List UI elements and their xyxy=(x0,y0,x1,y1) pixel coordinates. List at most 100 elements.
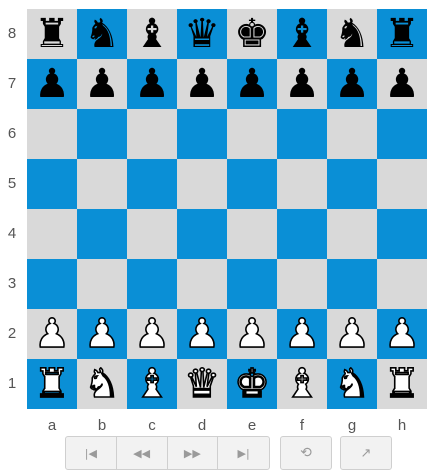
square-h2[interactable]: ♟ xyxy=(377,309,427,359)
square-d2[interactable]: ♟ xyxy=(177,309,227,359)
black-queen-icon[interactable]: ♛ xyxy=(184,14,220,54)
black-pawn-icon[interactable]: ♟ xyxy=(284,64,320,104)
square-e2[interactable]: ♟ xyxy=(227,309,277,359)
square-h3[interactable] xyxy=(377,259,427,309)
square-c3[interactable] xyxy=(127,259,177,309)
square-e7[interactable]: ♟ xyxy=(227,59,277,109)
square-f1[interactable]: ♝ xyxy=(277,359,327,409)
black-rook-icon[interactable]: ♜ xyxy=(34,14,70,54)
square-h6[interactable] xyxy=(377,109,427,159)
square-g1[interactable]: ♞ xyxy=(327,359,377,409)
white-pawn-icon[interactable]: ♟ xyxy=(184,314,220,354)
square-a1[interactable]: ♜ xyxy=(27,359,77,409)
black-pawn-icon[interactable]: ♟ xyxy=(334,64,370,104)
square-f7[interactable]: ♟ xyxy=(277,59,327,109)
black-pawn-icon[interactable]: ♟ xyxy=(384,64,420,104)
square-a5[interactable] xyxy=(27,159,77,209)
next-move-button[interactable]: ▶▶ xyxy=(168,437,219,469)
square-f5[interactable] xyxy=(277,159,327,209)
white-knight-icon[interactable]: ♞ xyxy=(334,364,370,404)
white-pawn-icon[interactable]: ♟ xyxy=(34,314,70,354)
white-rook-icon[interactable]: ♜ xyxy=(34,364,70,404)
square-d8[interactable]: ♛ xyxy=(177,9,227,59)
square-h5[interactable] xyxy=(377,159,427,209)
square-g3[interactable] xyxy=(327,259,377,309)
square-e3[interactable] xyxy=(227,259,277,309)
square-a3[interactable] xyxy=(27,259,77,309)
open-external-button[interactable]: ↗ xyxy=(341,437,391,469)
square-h1[interactable]: ♜ xyxy=(377,359,427,409)
last-move-button[interactable]: ▶| xyxy=(218,437,269,469)
first-move-button[interactable]: |◀ xyxy=(66,437,117,469)
black-pawn-icon[interactable]: ♟ xyxy=(34,64,70,104)
square-c5[interactable] xyxy=(127,159,177,209)
square-d6[interactable] xyxy=(177,109,227,159)
square-e6[interactable] xyxy=(227,109,277,159)
square-g2[interactable]: ♟ xyxy=(327,309,377,359)
white-bishop-icon[interactable]: ♝ xyxy=(284,364,320,404)
square-b2[interactable]: ♟ xyxy=(77,309,127,359)
square-e1[interactable]: ♚ xyxy=(227,359,277,409)
black-pawn-icon[interactable]: ♟ xyxy=(234,64,270,104)
square-b5[interactable] xyxy=(77,159,127,209)
square-f6[interactable] xyxy=(277,109,327,159)
white-pawn-icon[interactable]: ♟ xyxy=(384,314,420,354)
square-c6[interactable] xyxy=(127,109,177,159)
square-b8[interactable]: ♞ xyxy=(77,9,127,59)
black-pawn-icon[interactable]: ♟ xyxy=(134,64,170,104)
square-h7[interactable]: ♟ xyxy=(377,59,427,109)
square-a6[interactable] xyxy=(27,109,77,159)
black-knight-icon[interactable]: ♞ xyxy=(84,14,120,54)
square-f2[interactable]: ♟ xyxy=(277,309,327,359)
square-g4[interactable] xyxy=(327,209,377,259)
white-pawn-icon[interactable]: ♟ xyxy=(334,314,370,354)
square-f3[interactable] xyxy=(277,259,327,309)
black-knight-icon[interactable]: ♞ xyxy=(334,14,370,54)
white-rook-icon[interactable]: ♜ xyxy=(384,364,420,404)
square-d5[interactable] xyxy=(177,159,227,209)
square-c8[interactable]: ♝ xyxy=(127,9,177,59)
square-e5[interactable] xyxy=(227,159,277,209)
square-a4[interactable] xyxy=(27,209,77,259)
square-d7[interactable]: ♟ xyxy=(177,59,227,109)
square-a8[interactable]: ♜ xyxy=(27,9,77,59)
black-rook-icon[interactable]: ♜ xyxy=(384,14,420,54)
square-b6[interactable] xyxy=(77,109,127,159)
square-c2[interactable]: ♟ xyxy=(127,309,177,359)
square-b4[interactable] xyxy=(77,209,127,259)
square-b1[interactable]: ♞ xyxy=(77,359,127,409)
square-f4[interactable] xyxy=(277,209,327,259)
white-pawn-icon[interactable]: ♟ xyxy=(84,314,120,354)
white-pawn-icon[interactable]: ♟ xyxy=(234,314,270,354)
square-c4[interactable] xyxy=(127,209,177,259)
black-bishop-icon[interactable]: ♝ xyxy=(284,14,320,54)
square-d1[interactable]: ♛ xyxy=(177,359,227,409)
white-queen-icon[interactable]: ♛ xyxy=(184,364,220,404)
square-e4[interactable] xyxy=(227,209,277,259)
white-pawn-icon[interactable]: ♟ xyxy=(134,314,170,354)
square-c1[interactable]: ♝ xyxy=(127,359,177,409)
white-king-icon[interactable]: ♚ xyxy=(234,364,270,404)
square-d3[interactable] xyxy=(177,259,227,309)
white-pawn-icon[interactable]: ♟ xyxy=(284,314,320,354)
black-pawn-icon[interactable]: ♟ xyxy=(84,64,120,104)
square-h4[interactable] xyxy=(377,209,427,259)
square-g6[interactable] xyxy=(327,109,377,159)
square-b7[interactable]: ♟ xyxy=(77,59,127,109)
square-g7[interactable]: ♟ xyxy=(327,59,377,109)
square-a7[interactable]: ♟ xyxy=(27,59,77,109)
square-e8[interactable]: ♚ xyxy=(227,9,277,59)
white-knight-icon[interactable]: ♞ xyxy=(84,364,120,404)
previous-move-button[interactable]: ◀◀ xyxy=(117,437,168,469)
black-pawn-icon[interactable]: ♟ xyxy=(184,64,220,104)
square-g8[interactable]: ♞ xyxy=(327,9,377,59)
white-bishop-icon[interactable]: ♝ xyxy=(134,364,170,404)
square-b3[interactable] xyxy=(77,259,127,309)
black-king-icon[interactable]: ♚ xyxy=(234,14,270,54)
square-f8[interactable]: ♝ xyxy=(277,9,327,59)
black-bishop-icon[interactable]: ♝ xyxy=(134,14,170,54)
square-a2[interactable]: ♟ xyxy=(27,309,77,359)
square-h8[interactable]: ♜ xyxy=(377,9,427,59)
square-c7[interactable]: ♟ xyxy=(127,59,177,109)
square-g5[interactable] xyxy=(327,159,377,209)
